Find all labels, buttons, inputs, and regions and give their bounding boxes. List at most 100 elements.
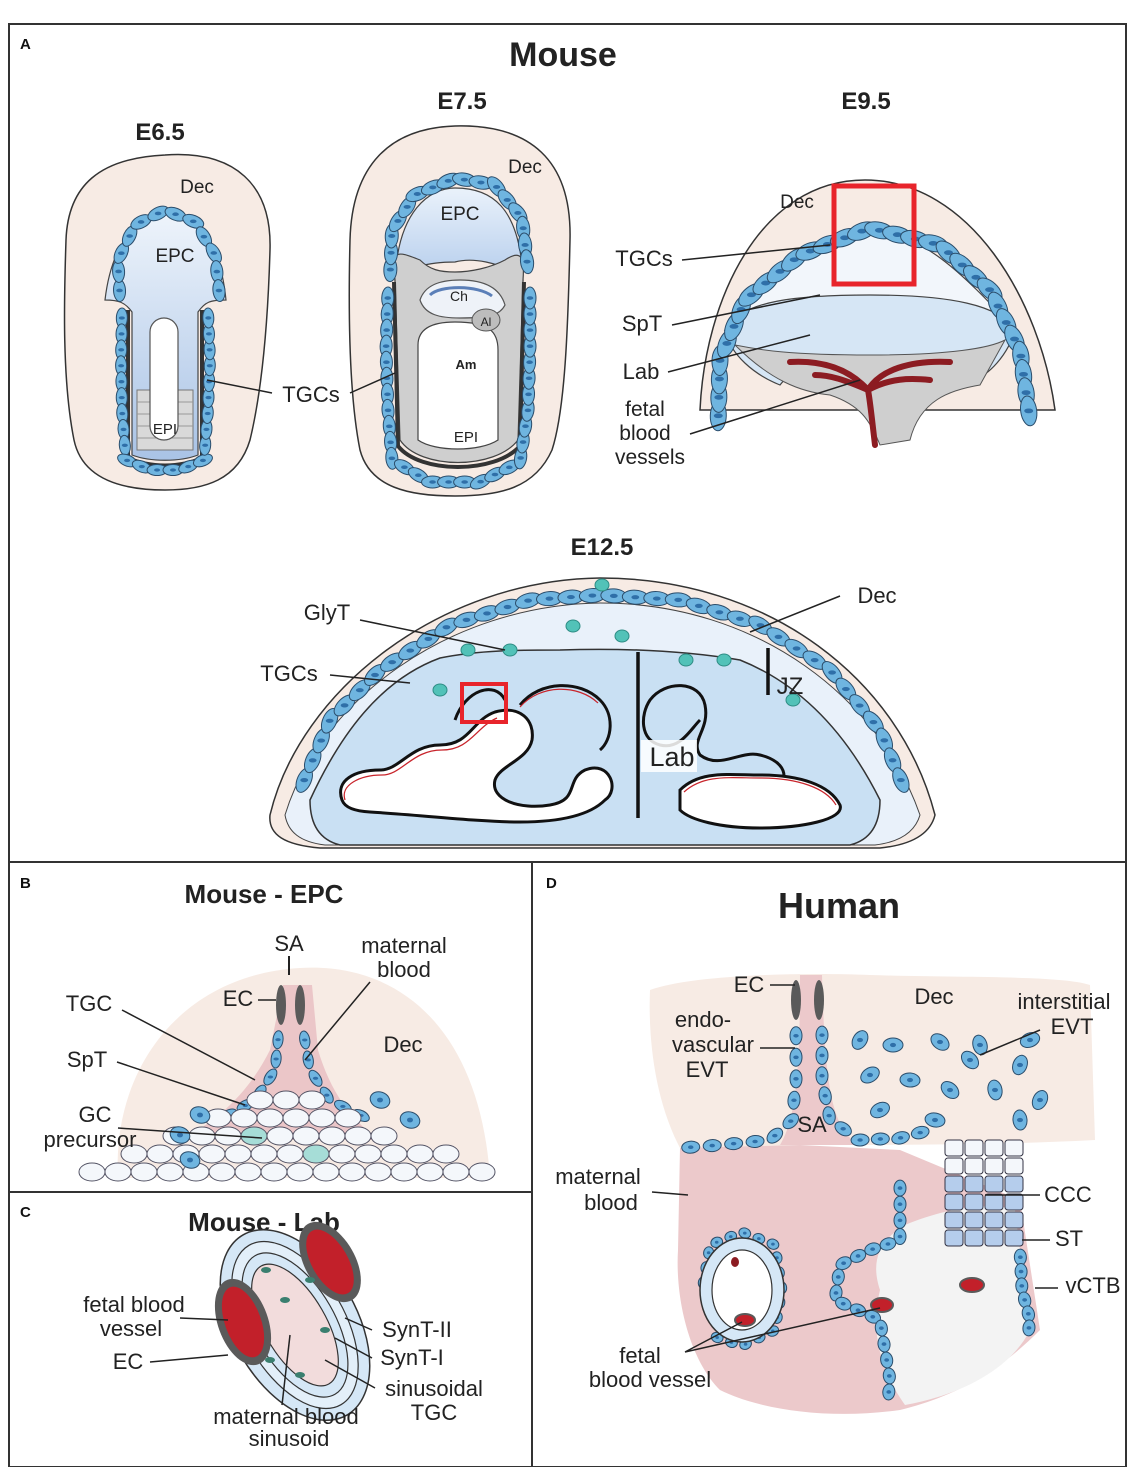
glycogen-cell <box>615 630 629 642</box>
spt-cell <box>329 1145 355 1163</box>
cell-nucleus <box>201 235 208 239</box>
cell-nucleus <box>118 348 124 351</box>
cell-nucleus <box>394 219 401 223</box>
lab-nucleus <box>295 1372 305 1378</box>
cell-nucleus <box>119 396 125 399</box>
cell-nucleus <box>155 212 162 216</box>
lab-fbv-label-2: vessel <box>100 1316 162 1341</box>
cell-nucleus <box>429 185 436 189</box>
cell-nucleus <box>772 1134 777 1138</box>
spt-cell <box>319 1127 345 1145</box>
cell-nucleus <box>828 670 836 674</box>
cell-nucleus <box>653 596 661 600</box>
cell-nucleus <box>124 459 130 462</box>
e125-dec-label: Dec <box>857 583 896 608</box>
ccc-cell <box>985 1176 1003 1192</box>
e95-tgcs-label: TGCs <box>615 246 672 271</box>
glycogen-cell <box>679 654 693 666</box>
cell-nucleus <box>377 1098 383 1103</box>
spt-cell <box>355 1145 381 1163</box>
panel-c-letter: C <box>20 1204 31 1221</box>
cell-nucleus <box>731 1142 736 1146</box>
cell-nucleus <box>138 220 145 224</box>
ccc-cell <box>945 1176 963 1192</box>
glycogen-cell <box>595 579 609 591</box>
spt-cell <box>303 1145 329 1163</box>
cell-nucleus <box>206 332 212 335</box>
cell-nucleus <box>385 409 392 413</box>
cell-nucleus <box>917 1131 922 1135</box>
cell-nucleus <box>898 1202 903 1206</box>
spt-cell <box>261 1163 287 1181</box>
cell-nucleus <box>154 468 160 471</box>
cell-nucleus <box>715 1241 719 1244</box>
cell-nucleus <box>404 205 411 209</box>
ccc-cell <box>965 1194 983 1210</box>
cell-nucleus <box>202 444 208 447</box>
ccc-cell <box>965 1230 983 1246</box>
spt-cell <box>147 1145 173 1163</box>
spt-cell <box>469 1163 495 1181</box>
cell-nucleus <box>771 1243 775 1246</box>
cell-nucleus <box>856 1308 861 1312</box>
e95-stage-label: E9.5 <box>841 88 890 115</box>
ccc-cell <box>945 1158 963 1174</box>
cell-nucleus <box>857 1138 862 1142</box>
cell-nucleus <box>383 328 390 332</box>
cell-nucleus <box>302 1038 307 1041</box>
spt-cell <box>157 1163 183 1181</box>
cell-nucleus <box>461 178 468 182</box>
ccc-cell <box>985 1230 1003 1246</box>
spt-cell <box>391 1163 417 1181</box>
ccc-cell <box>985 1212 1003 1228</box>
e75-am-label: Am <box>456 357 477 372</box>
cell-nucleus <box>1027 1326 1032 1330</box>
cell-nucleus <box>729 1235 733 1238</box>
cell-nucleus <box>514 211 521 215</box>
cell-nucleus <box>207 348 213 351</box>
human-sa-label: SA <box>797 1112 827 1137</box>
epc-gc-label-2: precursor <box>44 1127 137 1152</box>
cell-nucleus <box>793 1034 798 1038</box>
cell-nucleus <box>309 758 317 762</box>
cell-nucleus <box>463 618 471 622</box>
ccc-cell <box>945 1194 963 1210</box>
e65-diagram: E6.5 Dec EPC EPI <box>64 119 270 490</box>
cell-nucleus <box>743 1232 747 1235</box>
e95-spt-label: SpT <box>622 311 662 336</box>
cell-nucleus <box>793 1055 798 1059</box>
epc-sa-label: SA <box>274 931 304 956</box>
cell-nucleus <box>461 480 468 484</box>
e125-jz-label: JZ <box>777 673 804 700</box>
cell-nucleus <box>492 473 499 477</box>
spt-cell <box>287 1163 313 1181</box>
cell-nucleus <box>994 304 1003 309</box>
spt-cell <box>273 1091 299 1109</box>
lab-nucleus <box>265 1357 275 1363</box>
cell-nucleus <box>1010 337 1019 342</box>
spt-cell <box>267 1127 293 1145</box>
cell-nucleus <box>371 673 379 677</box>
spt-cell <box>231 1109 257 1127</box>
cell-nucleus <box>504 198 511 202</box>
e125-diagram: E12.5 Lab JZ GlyT TGCs Dec <box>260 534 935 848</box>
cell-nucleus <box>826 1114 831 1118</box>
cell-nucleus <box>890 1043 896 1047</box>
e95-lab-label: Lab <box>623 359 660 384</box>
e95-fetal-label-1: fetal <box>625 398 665 421</box>
e95-diagram: E9.5 Dec TGCs SpT Lab fetal blood vessel… <box>615 88 1055 469</box>
cell-nucleus <box>870 720 878 724</box>
cell-nucleus <box>527 328 534 332</box>
cell-nucleus <box>273 1057 278 1060</box>
cell-nucleus <box>275 1038 280 1041</box>
spt-cell <box>235 1163 261 1181</box>
epc-spt-label: SpT <box>67 1047 107 1072</box>
cell-nucleus <box>1019 1270 1024 1274</box>
cell-nucleus <box>527 296 534 300</box>
cell-nucleus <box>522 243 529 247</box>
spt-cell <box>417 1163 443 1181</box>
cell-nucleus <box>1016 354 1025 359</box>
cell-nucleus <box>387 441 394 445</box>
cell-nucleus <box>752 1140 757 1144</box>
spt-cell <box>299 1091 325 1109</box>
